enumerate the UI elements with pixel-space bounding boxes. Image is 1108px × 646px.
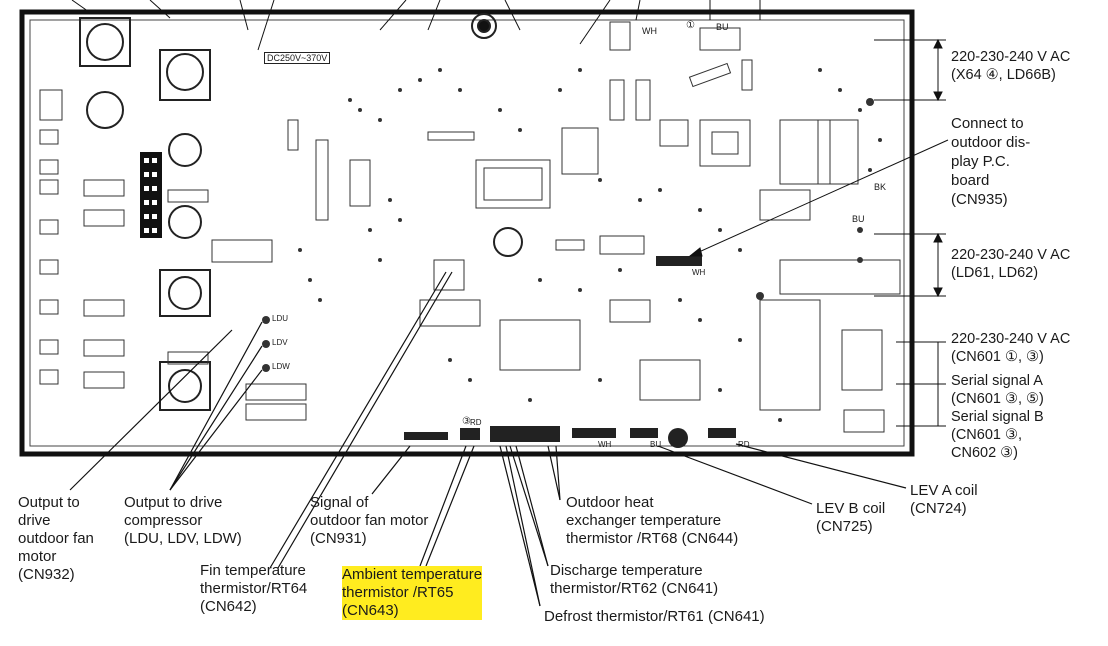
- board-inner-edge: [29, 19, 905, 447]
- ld-label-u: LDU: [272, 314, 289, 323]
- pin3-marker: ③: [462, 416, 471, 427]
- board-outline: [19, 9, 915, 457]
- callout-rt68: Outdoor heat exchanger temperature therm…: [566, 494, 739, 547]
- callout-cn931: Signal of outdoor fan motor (CN931): [310, 494, 429, 547]
- callout-rt64: Fin temperature thermistor/RT64 (CN642): [200, 562, 308, 615]
- pin1-marker: ①: [686, 20, 695, 31]
- callout-lev-a: LEV A coil (CN724): [910, 482, 978, 517]
- connector-label-bu-bottom: BU: [650, 440, 662, 449]
- pin-header-block: [140, 152, 162, 238]
- connector-label-bu-top: BU: [716, 22, 729, 32]
- callout-ac-ld61: 220-230-240 V AC (LD61, LD62): [951, 247, 1071, 281]
- connector-label-bu-right: BU: [852, 214, 865, 224]
- connector-label-bk-right: BK: [874, 182, 887, 192]
- connector-label-wh-bottom: WH: [598, 440, 612, 449]
- callout-rt62: Discharge temperature thermistor/RT62 (C…: [550, 562, 719, 597]
- callout-rt65: Ambient temperature thermistor /RT65 (CN…: [342, 566, 483, 620]
- callout-lev-b: LEV B coil (CN725): [816, 500, 886, 535]
- connector-label-wh-top: WH: [642, 26, 657, 36]
- callout-ac-x64: 220-230-240 V AC (X64 ④, LD66B): [951, 49, 1071, 83]
- ld-label-w: LDW: [272, 362, 290, 371]
- connector-label-wh-cn: WH: [692, 268, 706, 277]
- callout-serial-a: Serial signal A (CN601 ③, ⑤): [951, 373, 1044, 407]
- leader-lines-top: [71, 0, 761, 51]
- connector-label-rd-bottom: RD: [738, 440, 750, 449]
- callout-cn935: Connect to outdoor dis- play P.C. board …: [951, 115, 1031, 208]
- small-components: [39, 21, 901, 433]
- leader-lines-bottom: [69, 271, 907, 607]
- ld-label-v: LDV: [272, 338, 288, 347]
- callout-compressor: Output to drive compressor (LDU, LDV, LD…: [124, 494, 242, 547]
- callout-rt61: Defrost thermistor/RT61 (CN641): [544, 608, 765, 625]
- dc-voltage-label: DC250V~370V: [264, 52, 331, 64]
- callout-cn932: Output to drive outdoor fan motor (CN932…: [18, 494, 94, 583]
- callout-ac-cn601: 220-230-240 V AC (CN601 ①, ③): [951, 331, 1071, 365]
- solder-pads: [262, 68, 882, 422]
- leader-lines-right: [688, 38, 949, 427]
- connector-label-rd-rt65: RD: [470, 418, 482, 427]
- capacitors: [79, 13, 523, 411]
- callout-serial-b: Serial signal B (CN601 ③, CN602 ③): [951, 409, 1044, 461]
- bottom-connectors: [404, 256, 736, 448]
